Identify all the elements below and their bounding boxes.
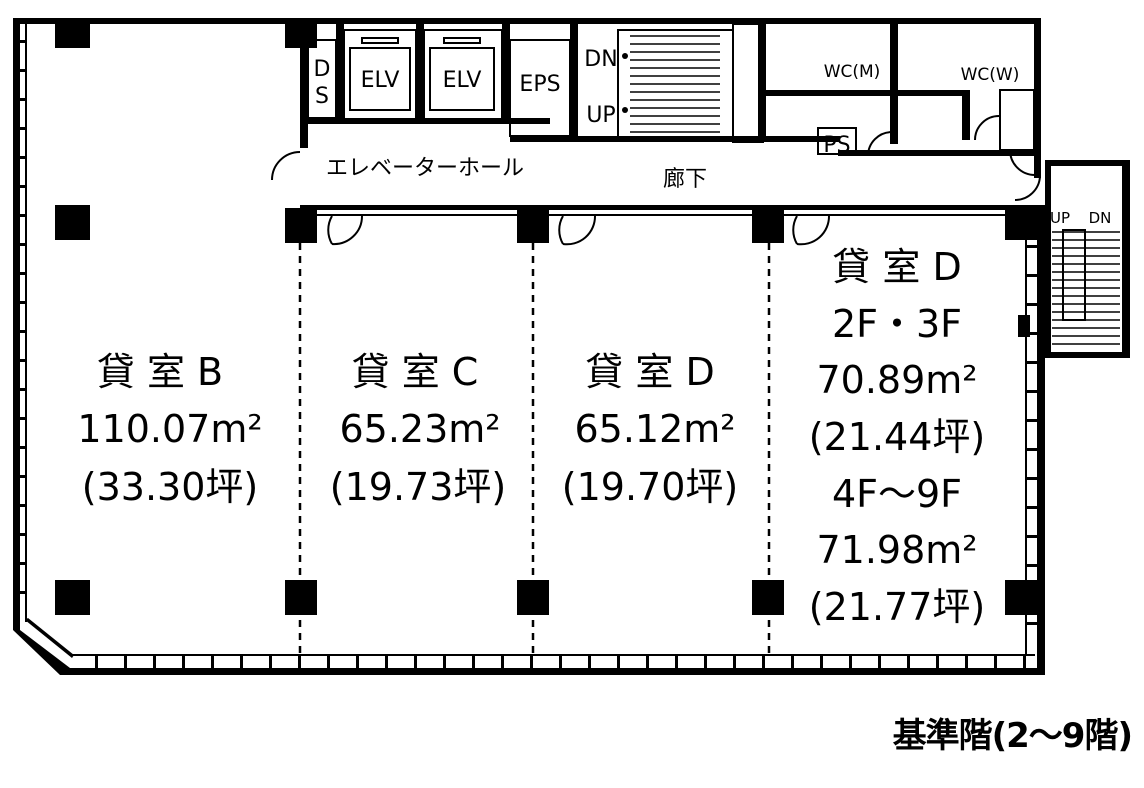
elv-label-2: ELV	[443, 68, 482, 93]
room-d1-labels: 貸 室 D 65.12m² (19.70坪)	[562, 350, 738, 509]
room-b-tsubo: (33.30坪)	[82, 465, 258, 509]
eps-label: EPS	[519, 72, 560, 97]
room-d2-labels: 貸 室 D 2F・3F 70.89m² (21.44坪) 4F〜9F 71.98…	[809, 245, 985, 629]
door-swings	[271, 115, 1041, 246]
outer-walls	[13, 18, 1045, 675]
room-c-name: 貸 室 C	[352, 350, 479, 394]
floor-plan: 貸 室 B 110.07m² (33.30坪) 貸 室 C 65.23m² (1…	[13, 18, 1130, 675]
core-labels: D S ELV ELV EPS DN UP WC(M) WC(W) PS エレベ…	[314, 47, 1112, 227]
room-d2-floors-a: 2F・3F	[832, 302, 962, 346]
room-d2-tsubo-b: (21.77坪)	[809, 585, 985, 629]
tenant-dividers	[298, 243, 771, 655]
room-c-tsubo: (19.73坪)	[330, 465, 506, 509]
room-d1-area: 65.12m²	[574, 407, 735, 451]
ext-stair-dn-label: DN	[1089, 209, 1112, 227]
room-d1-name: 貸 室 D	[585, 350, 714, 394]
ext-stair-up-label: UP	[1050, 209, 1070, 227]
ds-label-2: S	[315, 84, 329, 109]
room-b-name: 貸 室 B	[97, 350, 223, 394]
room-d2-area-b: 71.98m²	[816, 528, 977, 572]
room-d1-tsubo: (19.70坪)	[562, 465, 738, 509]
wc-men-label: WC(M)	[824, 62, 881, 82]
floor-caption: 基準階(2〜9階)	[892, 716, 1133, 756]
room-c-labels: 貸 室 C 65.23m² (19.73坪)	[330, 350, 506, 509]
elv-label-1: ELV	[361, 68, 400, 93]
room-c-area: 65.23m²	[339, 407, 500, 451]
stair-up-label: UP	[586, 103, 615, 128]
room-d2-floors-b: 4F〜9F	[832, 472, 962, 516]
elevator-hall-label: エレベーターホール	[326, 156, 524, 181]
ds-label-1: D	[314, 57, 331, 82]
stair-dn-label: DN	[584, 47, 617, 72]
columns	[55, 18, 1037, 615]
wc-women-label: WC(W)	[961, 65, 1020, 85]
window-marks	[20, 40, 1037, 668]
core-area	[307, 23, 1035, 155]
room-b-labels: 貸 室 B 110.07m² (33.30坪)	[77, 350, 262, 509]
ps-label: PS	[823, 133, 850, 158]
room-d2-area-a: 70.89m²	[816, 358, 977, 402]
room-d2-name: 貸 室 D	[832, 245, 961, 289]
room-b-area: 110.07m²	[77, 407, 262, 451]
external-stair	[1045, 160, 1130, 358]
room-d2-tsubo-a: (21.44坪)	[809, 415, 985, 459]
corridor-label: 廊下	[663, 167, 707, 192]
